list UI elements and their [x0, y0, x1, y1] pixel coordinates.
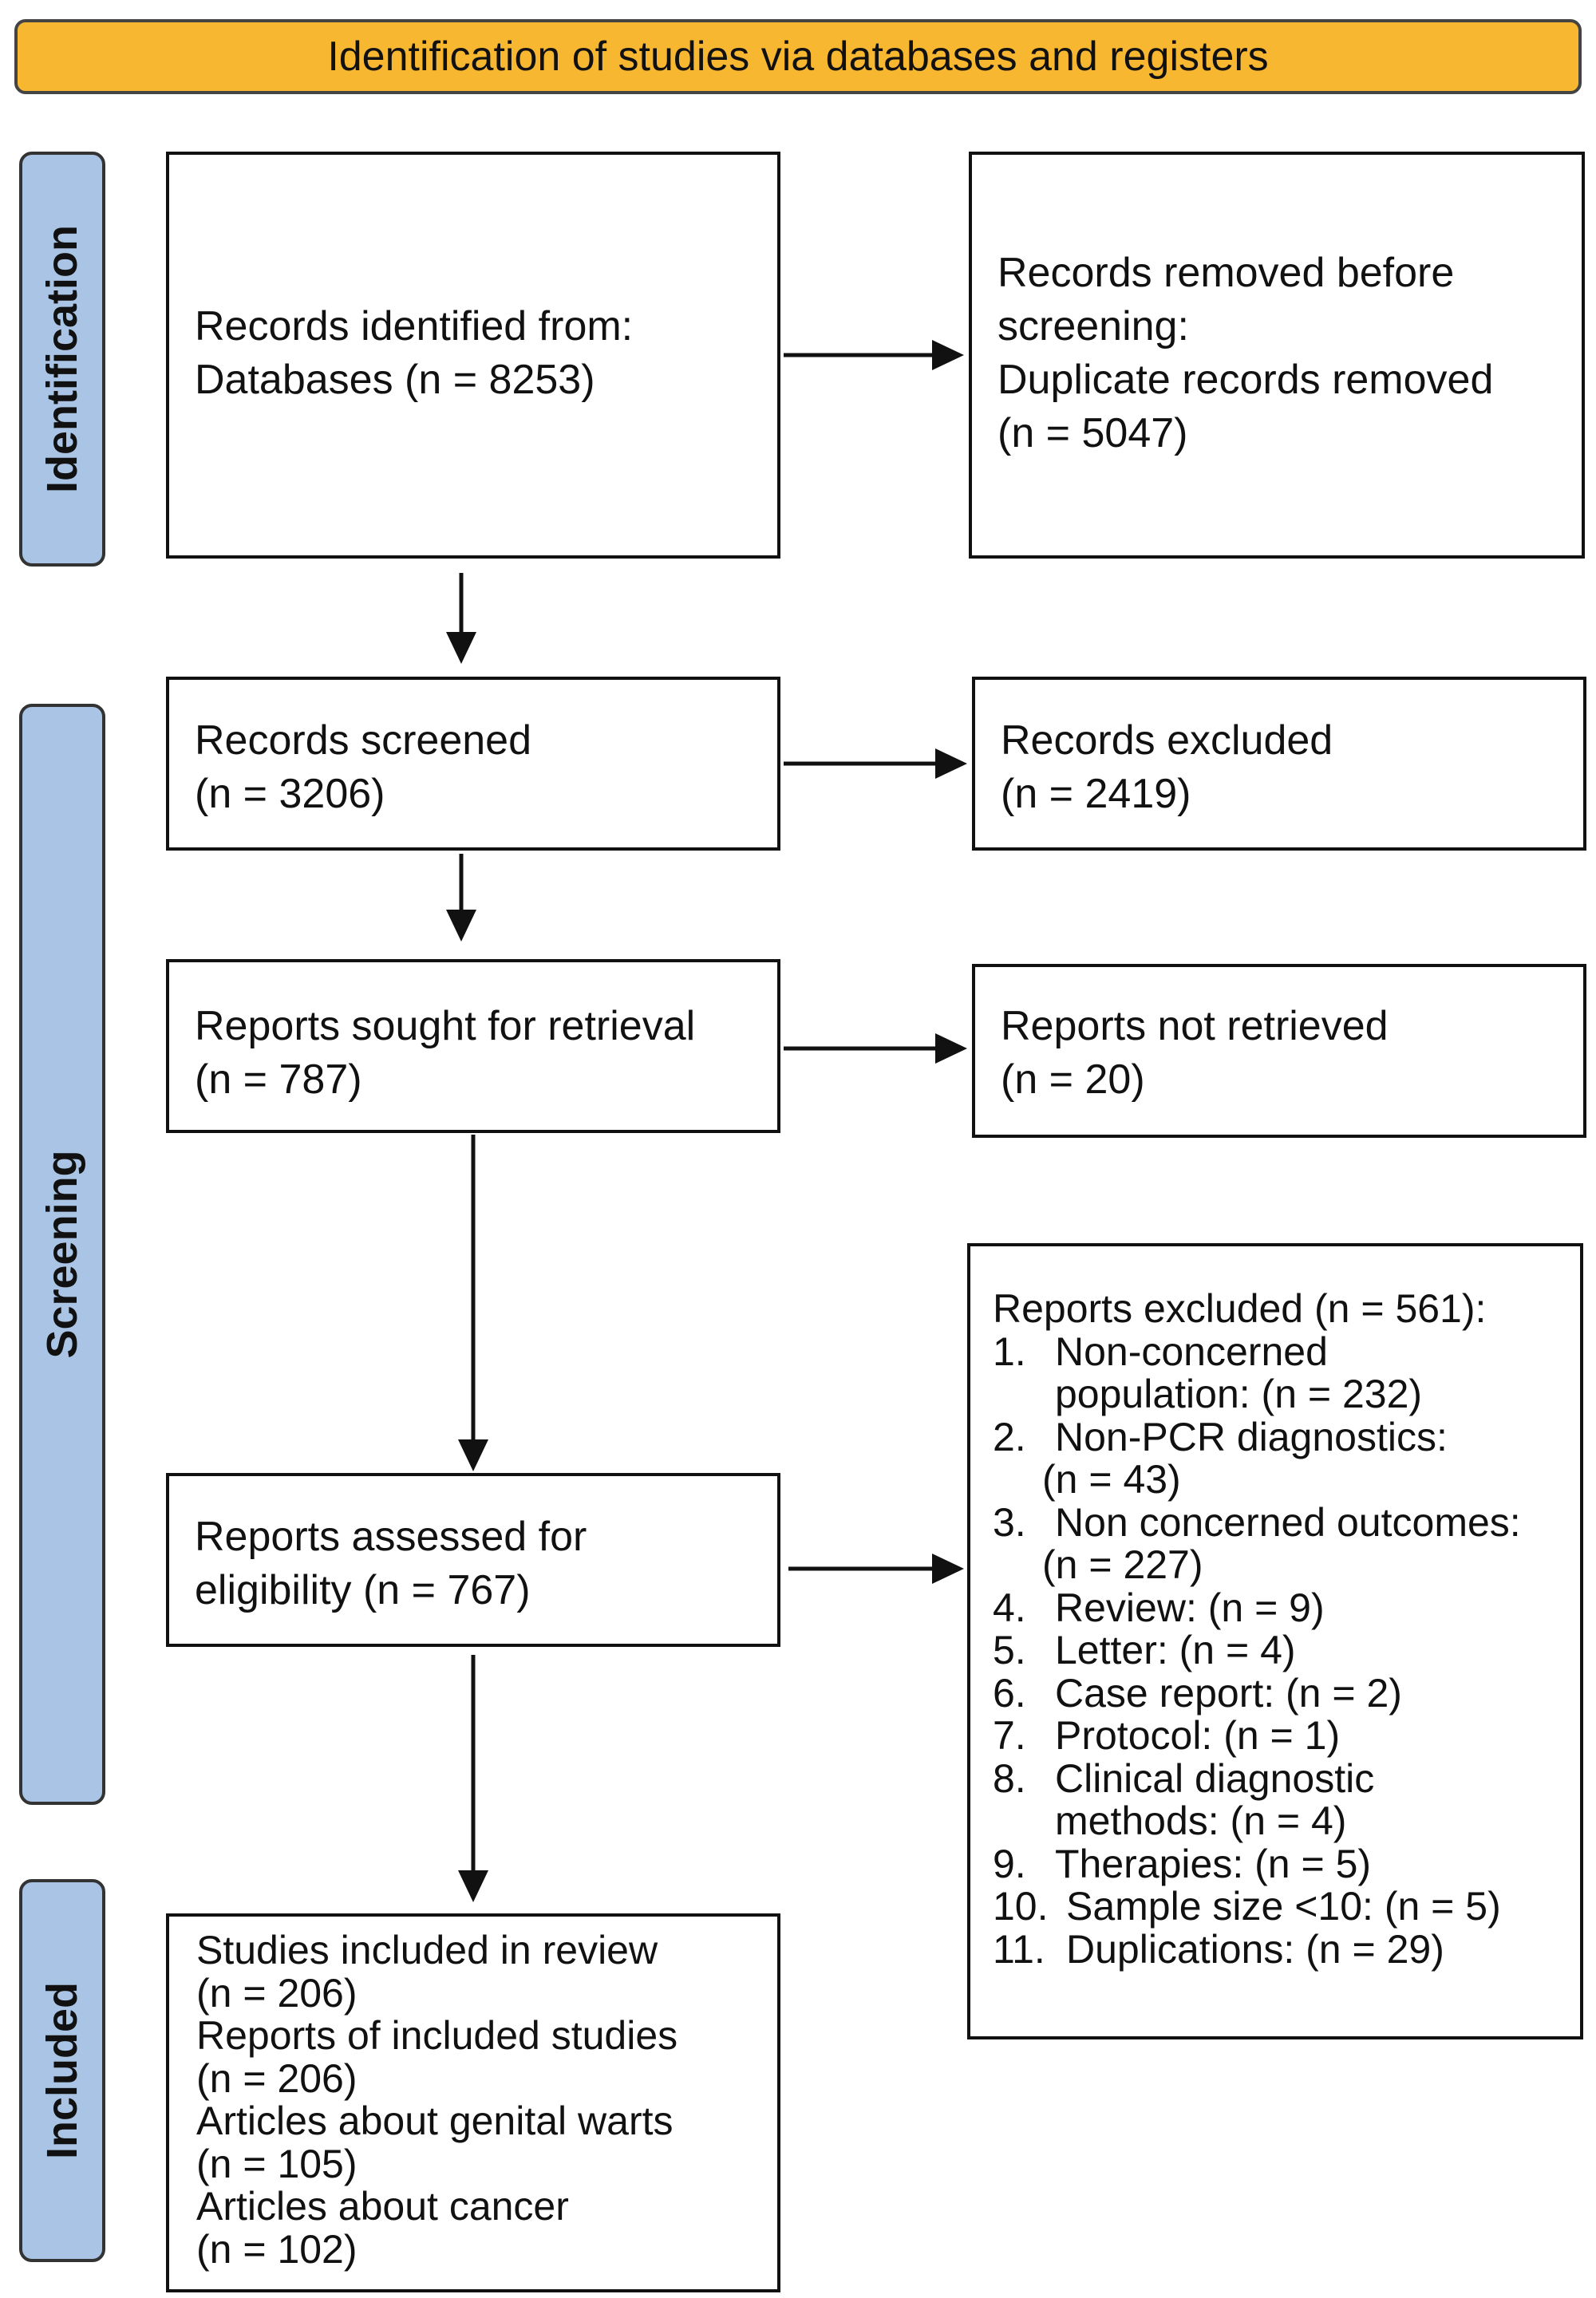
list-item: 1.Non-concerned	[993, 1329, 1328, 1374]
box-line: (n = 3206)	[195, 771, 385, 817]
reports-sought-box: Reports sought for retrieval (n = 787)	[166, 959, 780, 1133]
reports-excluded-box: Reports excluded (n = 561): 1.Non-concer…	[967, 1243, 1583, 2039]
list-item: 9.Therapies: (n = 5)	[993, 1841, 1372, 1886]
box-line: (n = 5047)	[998, 410, 1188, 456]
arrow-head	[446, 632, 476, 664]
box-line: Records screened	[195, 717, 531, 764]
stage-identification: Identification	[19, 152, 105, 567]
list-item: 5.Letter: (n = 4)	[993, 1628, 1296, 1672]
arrow-head	[935, 1033, 967, 1064]
box-line: (n = 20)	[1001, 1056, 1145, 1103]
records-screened-box: Records screened (n = 3206)	[166, 677, 780, 851]
box-line: Articles about genital warts	[196, 2099, 674, 2143]
box-line: (n = 206)	[196, 2055, 358, 2101]
box-line: Reports not retrieved	[1001, 1003, 1389, 1049]
records-identified-box: Records identified from: Databases (n = …	[166, 152, 780, 559]
list-item: 2.Non-PCR diagnostics:	[993, 1414, 1448, 1459]
reports-assessed-box: Reports assessed for eligibility (n = 76…	[166, 1473, 780, 1647]
records-excluded-box: Records excluded (n = 2419)	[972, 677, 1586, 851]
header-title: Identification of studies via databases …	[327, 34, 1269, 80]
arrow-head	[458, 1439, 488, 1471]
box-line: Reports of included studies	[196, 2013, 678, 2058]
arrow-head	[458, 1870, 488, 1902]
box-line: (n = 2419)	[1001, 771, 1191, 817]
list-item: 6.Case report: (n = 2)	[993, 1670, 1402, 1716]
header-banner: Identification of studies via databases …	[14, 19, 1582, 94]
list-item: 7.Protocol: (n = 1)	[993, 1713, 1341, 1758]
arrow-head	[932, 340, 964, 370]
box-line: Records removed before	[998, 250, 1455, 296]
box-line: Records excluded	[1001, 717, 1333, 764]
box-line: screening:	[998, 303, 1189, 349]
list-item: 3.Non concerned outcomes:	[993, 1499, 1521, 1545]
arrow-head	[446, 910, 476, 942]
list-item: 8.Clinical diagnostic	[993, 1755, 1375, 1801]
list-item: 11.Duplications: (n = 29)	[993, 1926, 1444, 1972]
box-line: Duplicate records removed	[998, 357, 1494, 403]
stage-included: Included	[19, 1879, 105, 2262]
list-item: 4.Review: (n = 9)	[993, 1585, 1325, 1630]
list-item-continuation: methods: (n = 4)	[1055, 1799, 1347, 1843]
arrow-head	[935, 748, 967, 779]
list-item-continuation: population: (n = 232)	[1055, 1372, 1423, 1416]
box-line: (n = 206)	[196, 1970, 358, 2016]
reports-not-retrieved-box: Reports not retrieved (n = 20)	[972, 964, 1586, 1138]
list-item-continuation: (n = 227)	[1042, 1542, 1203, 1587]
box-line: eligibility (n = 767)	[195, 1567, 531, 1613]
box-line: (n = 105)	[196, 2141, 358, 2186]
box-line: (n = 102)	[196, 2226, 358, 2272]
box-line: Databases (n = 8253)	[195, 357, 595, 403]
box-line: (n = 787)	[195, 1056, 362, 1103]
box-line: Articles about cancer	[196, 2184, 569, 2229]
box-line: Records identified from:	[195, 303, 634, 349]
box-line: Reports assessed for	[195, 1514, 587, 1560]
box-line: Studies included in review	[196, 1928, 658, 1972]
list-item-continuation: (n = 43)	[1042, 1457, 1181, 1502]
records-removed-box: Records removed before screening: Duplic…	[969, 152, 1585, 559]
studies-included-box: Studies included in review (n = 206) Rep…	[166, 1913, 780, 2292]
box-line: Reports sought for retrieval	[195, 1003, 696, 1049]
reports-excluded-title: Reports excluded (n = 561):	[993, 1286, 1487, 1331]
stage-screening: Screening	[19, 704, 105, 1805]
list-item: 10.Sample size <10: (n = 5)	[993, 1884, 1501, 1929]
arrow-head	[932, 1554, 964, 1584]
